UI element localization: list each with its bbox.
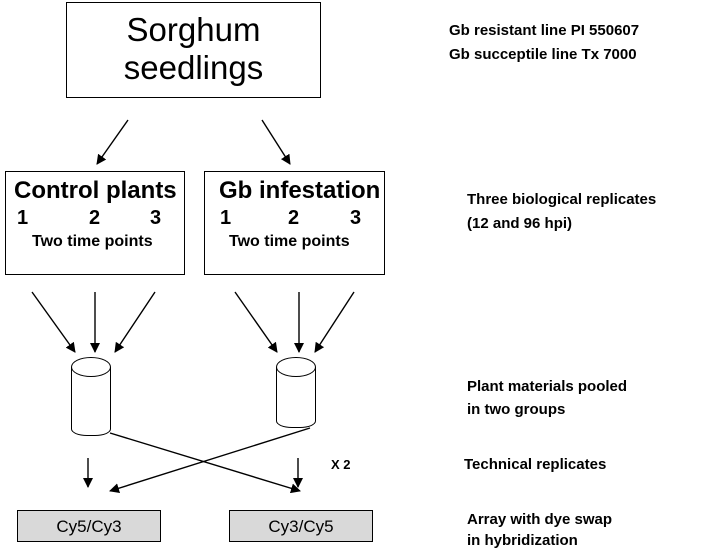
arrow-seedlings-to-control (96, 119, 129, 165)
note-pooled: Plant materials pooled (467, 378, 628, 395)
swap-multiplier-label: X 2 (331, 457, 351, 472)
note-hybridization: in hybridization (467, 532, 578, 549)
gb-time-points: Two time points (229, 233, 350, 250)
gb-replicate-2: 2 (288, 207, 300, 229)
gb-infestation-box: Gb infestation 1 2 3 Two time points (204, 171, 385, 275)
array-left-box: Cy5/Cy3 (17, 510, 161, 542)
arrow-seedlings-to-gb (261, 119, 291, 165)
sorghum-seedlings-box: Sorghum seedlings (66, 2, 321, 98)
arrow-gb-1-to-tube (234, 291, 278, 353)
seedlings-title-line2: seedlings (123, 49, 264, 86)
control-plants-box: Control plants 1 2 3 Two time points (5, 171, 185, 275)
note-two-groups: in two groups (467, 401, 566, 418)
control-replicate-3: 3 (150, 207, 162, 229)
gb-infestation-title: Gb infestation (219, 177, 381, 204)
note-technical-replicates: Technical replicates (464, 456, 607, 473)
arrow-control-1-to-tube (31, 291, 76, 353)
note-susceptible-line: Gb succeptile line Tx 7000 (449, 46, 637, 63)
control-plants-title: Control plants (14, 177, 177, 204)
array-right-box: Cy3/Cy5 (229, 510, 373, 542)
gb-replicate-3: 3 (350, 207, 362, 229)
seedlings-title-line1: Sorghum (126, 11, 261, 48)
gb-replicate-1: 1 (220, 207, 232, 229)
note-timepoints: (12 and 96 hpi) (467, 215, 573, 232)
note-biological-replicates: Three biological replicates (467, 191, 657, 208)
arrow-gb-3-to-tube (314, 291, 355, 353)
arrow-cross-gb-to-left (109, 427, 311, 494)
arrow-control-3-to-tube (114, 291, 156, 353)
control-time-points: Two time points (32, 233, 153, 250)
array-left-label: Cy5/Cy3 (56, 517, 122, 536)
control-replicate-2: 2 (89, 207, 101, 229)
array-right-label: Cy3/Cy5 (268, 517, 334, 536)
arrow-cross-control-to-right (109, 432, 301, 494)
control-replicate-1: 1 (17, 207, 29, 229)
note-resistant-line: Gb resistant line PI 550607 (449, 22, 640, 39)
note-dye-swap: Array with dye swap (467, 511, 613, 528)
